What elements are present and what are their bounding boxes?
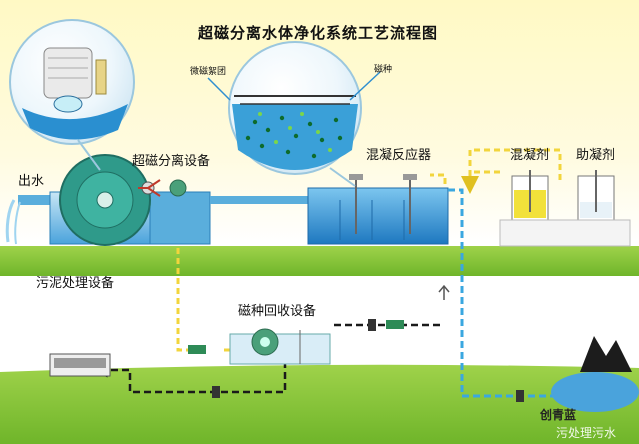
separation-disc bbox=[59, 154, 151, 246]
return-flow bbox=[448, 188, 560, 398]
sludge-flow bbox=[92, 323, 440, 394]
reactor-zoom-bubble bbox=[207, 41, 381, 187]
label-micro-floc: 微磁絮团 bbox=[190, 67, 227, 77]
up-arrow-icon bbox=[438, 284, 450, 300]
label-super-magnetic-separation: 超磁分离设备 bbox=[132, 154, 211, 169]
diagram-title: 超磁分离水体净化系统工艺流程图 bbox=[198, 24, 439, 42]
dosing-platform bbox=[499, 219, 631, 247]
label-seed-recovery: 磁种回收设备 bbox=[238, 304, 317, 319]
flow-valves bbox=[188, 319, 524, 402]
coagulation-reactor-tank bbox=[307, 174, 449, 245]
outlet-pipe bbox=[5, 195, 58, 245]
label-sludge-treatment: 污泥处理设备 bbox=[36, 276, 115, 291]
watermark-brand: 创青蓝 bbox=[540, 408, 577, 422]
separator-motor bbox=[138, 179, 187, 197]
coagulant-aid-tank bbox=[577, 170, 615, 221]
label-magnetic-seed: 磁种 bbox=[374, 65, 393, 75]
label-coagulation-reactor: 混凝反应器 bbox=[366, 148, 432, 163]
pond bbox=[551, 336, 639, 412]
upper-ground bbox=[0, 246, 639, 276]
watermark-sub: 污处理污水 bbox=[556, 426, 617, 440]
sludge-treatment-unit bbox=[49, 353, 111, 377]
seed-recovery-unit bbox=[229, 328, 331, 365]
label-outlet: 出水 bbox=[18, 174, 45, 189]
label-coagulant: 混凝剂 bbox=[510, 148, 550, 163]
coagulant-tank bbox=[511, 170, 549, 221]
separator-zoom-bubble bbox=[9, 19, 135, 171]
connection-pipe bbox=[210, 196, 310, 204]
lower-ground bbox=[0, 364, 639, 444]
label-coagulant-aid: 助凝剂 bbox=[576, 148, 616, 163]
